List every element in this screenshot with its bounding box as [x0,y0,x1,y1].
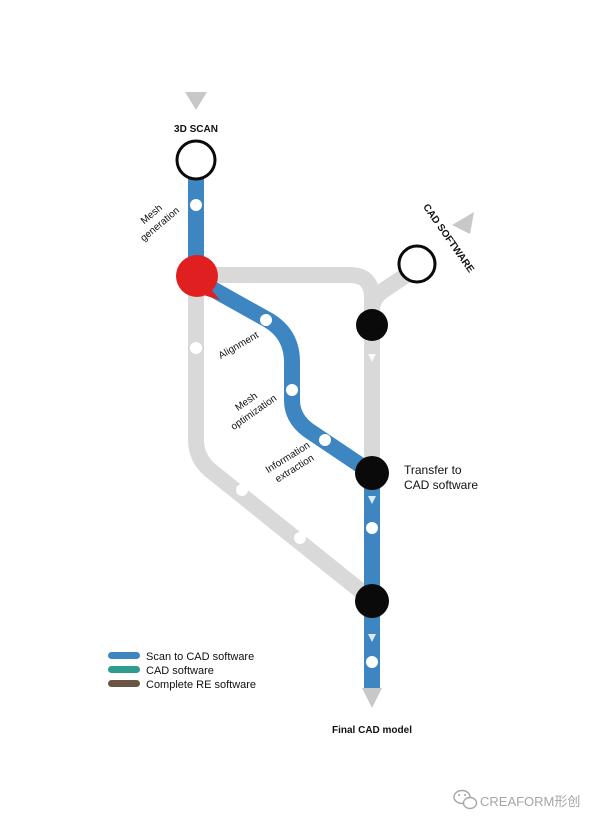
transfer-station [355,456,389,490]
svg-text:CAD software: CAD software [404,478,478,492]
arrows [185,92,474,708]
watermark: CREAFORM形创 [453,789,580,810]
scan-start-station [175,139,217,181]
waypoint-dot [260,314,272,326]
gray-track-top [192,267,380,608]
legend-item-scan-to-cad: Scan to CAD software [108,651,254,663]
wechat-icon [453,789,478,810]
legend: Scan to CAD software CAD software Comple… [108,651,256,691]
direction-marker-icon [368,634,376,642]
gray-track-left [188,272,380,608]
mesh-optimization-label: Mesh optimization [229,391,279,433]
legend-swatch-green [108,666,140,673]
legend-label: Scan to CAD software [146,651,254,663]
final-label: Final CAD model [332,725,412,736]
cad-start-station [397,244,437,284]
waypoint-dot [190,342,202,354]
legend-label: Complete RE software [146,679,256,691]
blue-track-processing [196,275,377,480]
final-arrow-icon [362,688,382,708]
waypoints [190,199,378,668]
merge-station [355,584,389,618]
direction-marker-icon [368,354,376,362]
waypoint-dot [294,532,306,544]
information-extraction-label: Information extraction [264,440,316,485]
waypoint-dot [190,199,202,211]
legend-item-complete-re: Complete RE software [108,679,256,691]
watermark-text: CREAFORM形创 [480,794,580,809]
alignment-label: Alignment [217,330,261,362]
waypoint-dot [236,484,248,496]
scan-entry-arrow-icon [185,92,207,110]
cad-junction-station [356,309,388,341]
legend-swatch-blue [108,652,140,659]
svg-text:Transfer to: Transfer to [404,463,462,477]
legend-label: CAD software [146,665,214,677]
waypoint-dot [319,434,331,446]
legend-item-cad-software: CAD software [108,665,214,677]
red-start-station [176,255,218,297]
waypoint-dot [366,656,378,668]
direction-marker-icon [368,496,376,504]
transfer-label: Transfer to CAD software [404,463,478,492]
mesh-generation-label: Mesh generation [139,203,182,244]
waypoint-dot [366,522,378,534]
scan-start-label: 3D SCAN [174,124,218,135]
cad-entry-arrow-icon [452,212,474,234]
stations [175,139,437,618]
legend-swatch-brown [108,680,140,687]
blue-track [188,160,380,688]
gray-track-cad-feed [364,260,425,318]
gray-tracks [188,260,425,608]
waypoint-dot [286,384,298,396]
